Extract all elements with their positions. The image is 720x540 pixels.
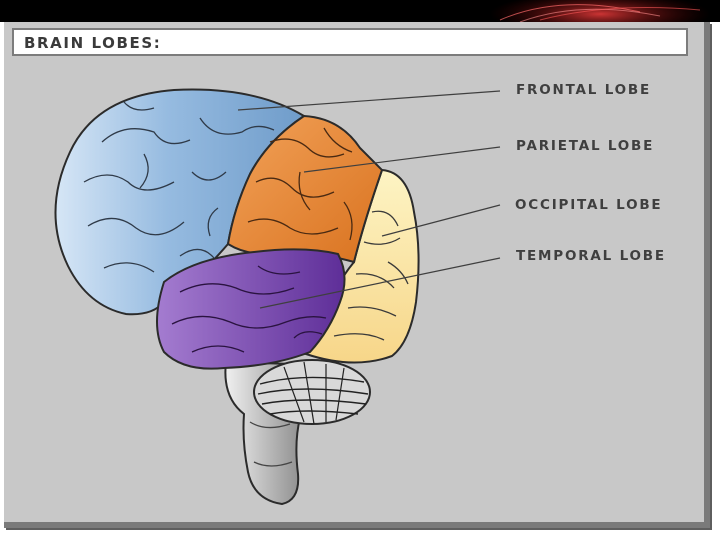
label-frontal-lobe: FRONTAL LOBE xyxy=(516,82,652,98)
brain-diagram xyxy=(54,88,501,506)
leader-lines xyxy=(237,90,501,309)
cerebellum xyxy=(253,359,371,425)
temporal-lobe xyxy=(156,248,346,370)
page-title: BRAIN LOBES: xyxy=(24,34,162,52)
top-banner xyxy=(0,0,720,22)
red-swirl-decoration xyxy=(490,0,710,22)
title-box: BRAIN LOBES: xyxy=(12,28,688,56)
label-temporal-lobe: TEMPORAL LOBE xyxy=(516,248,666,264)
label-parietal-lobe: PARIETAL LOBE xyxy=(516,138,655,154)
label-occipital-lobe: OCCIPITAL LOBE xyxy=(515,197,663,213)
diagram-panel: BRAIN LOBES: xyxy=(4,22,710,528)
